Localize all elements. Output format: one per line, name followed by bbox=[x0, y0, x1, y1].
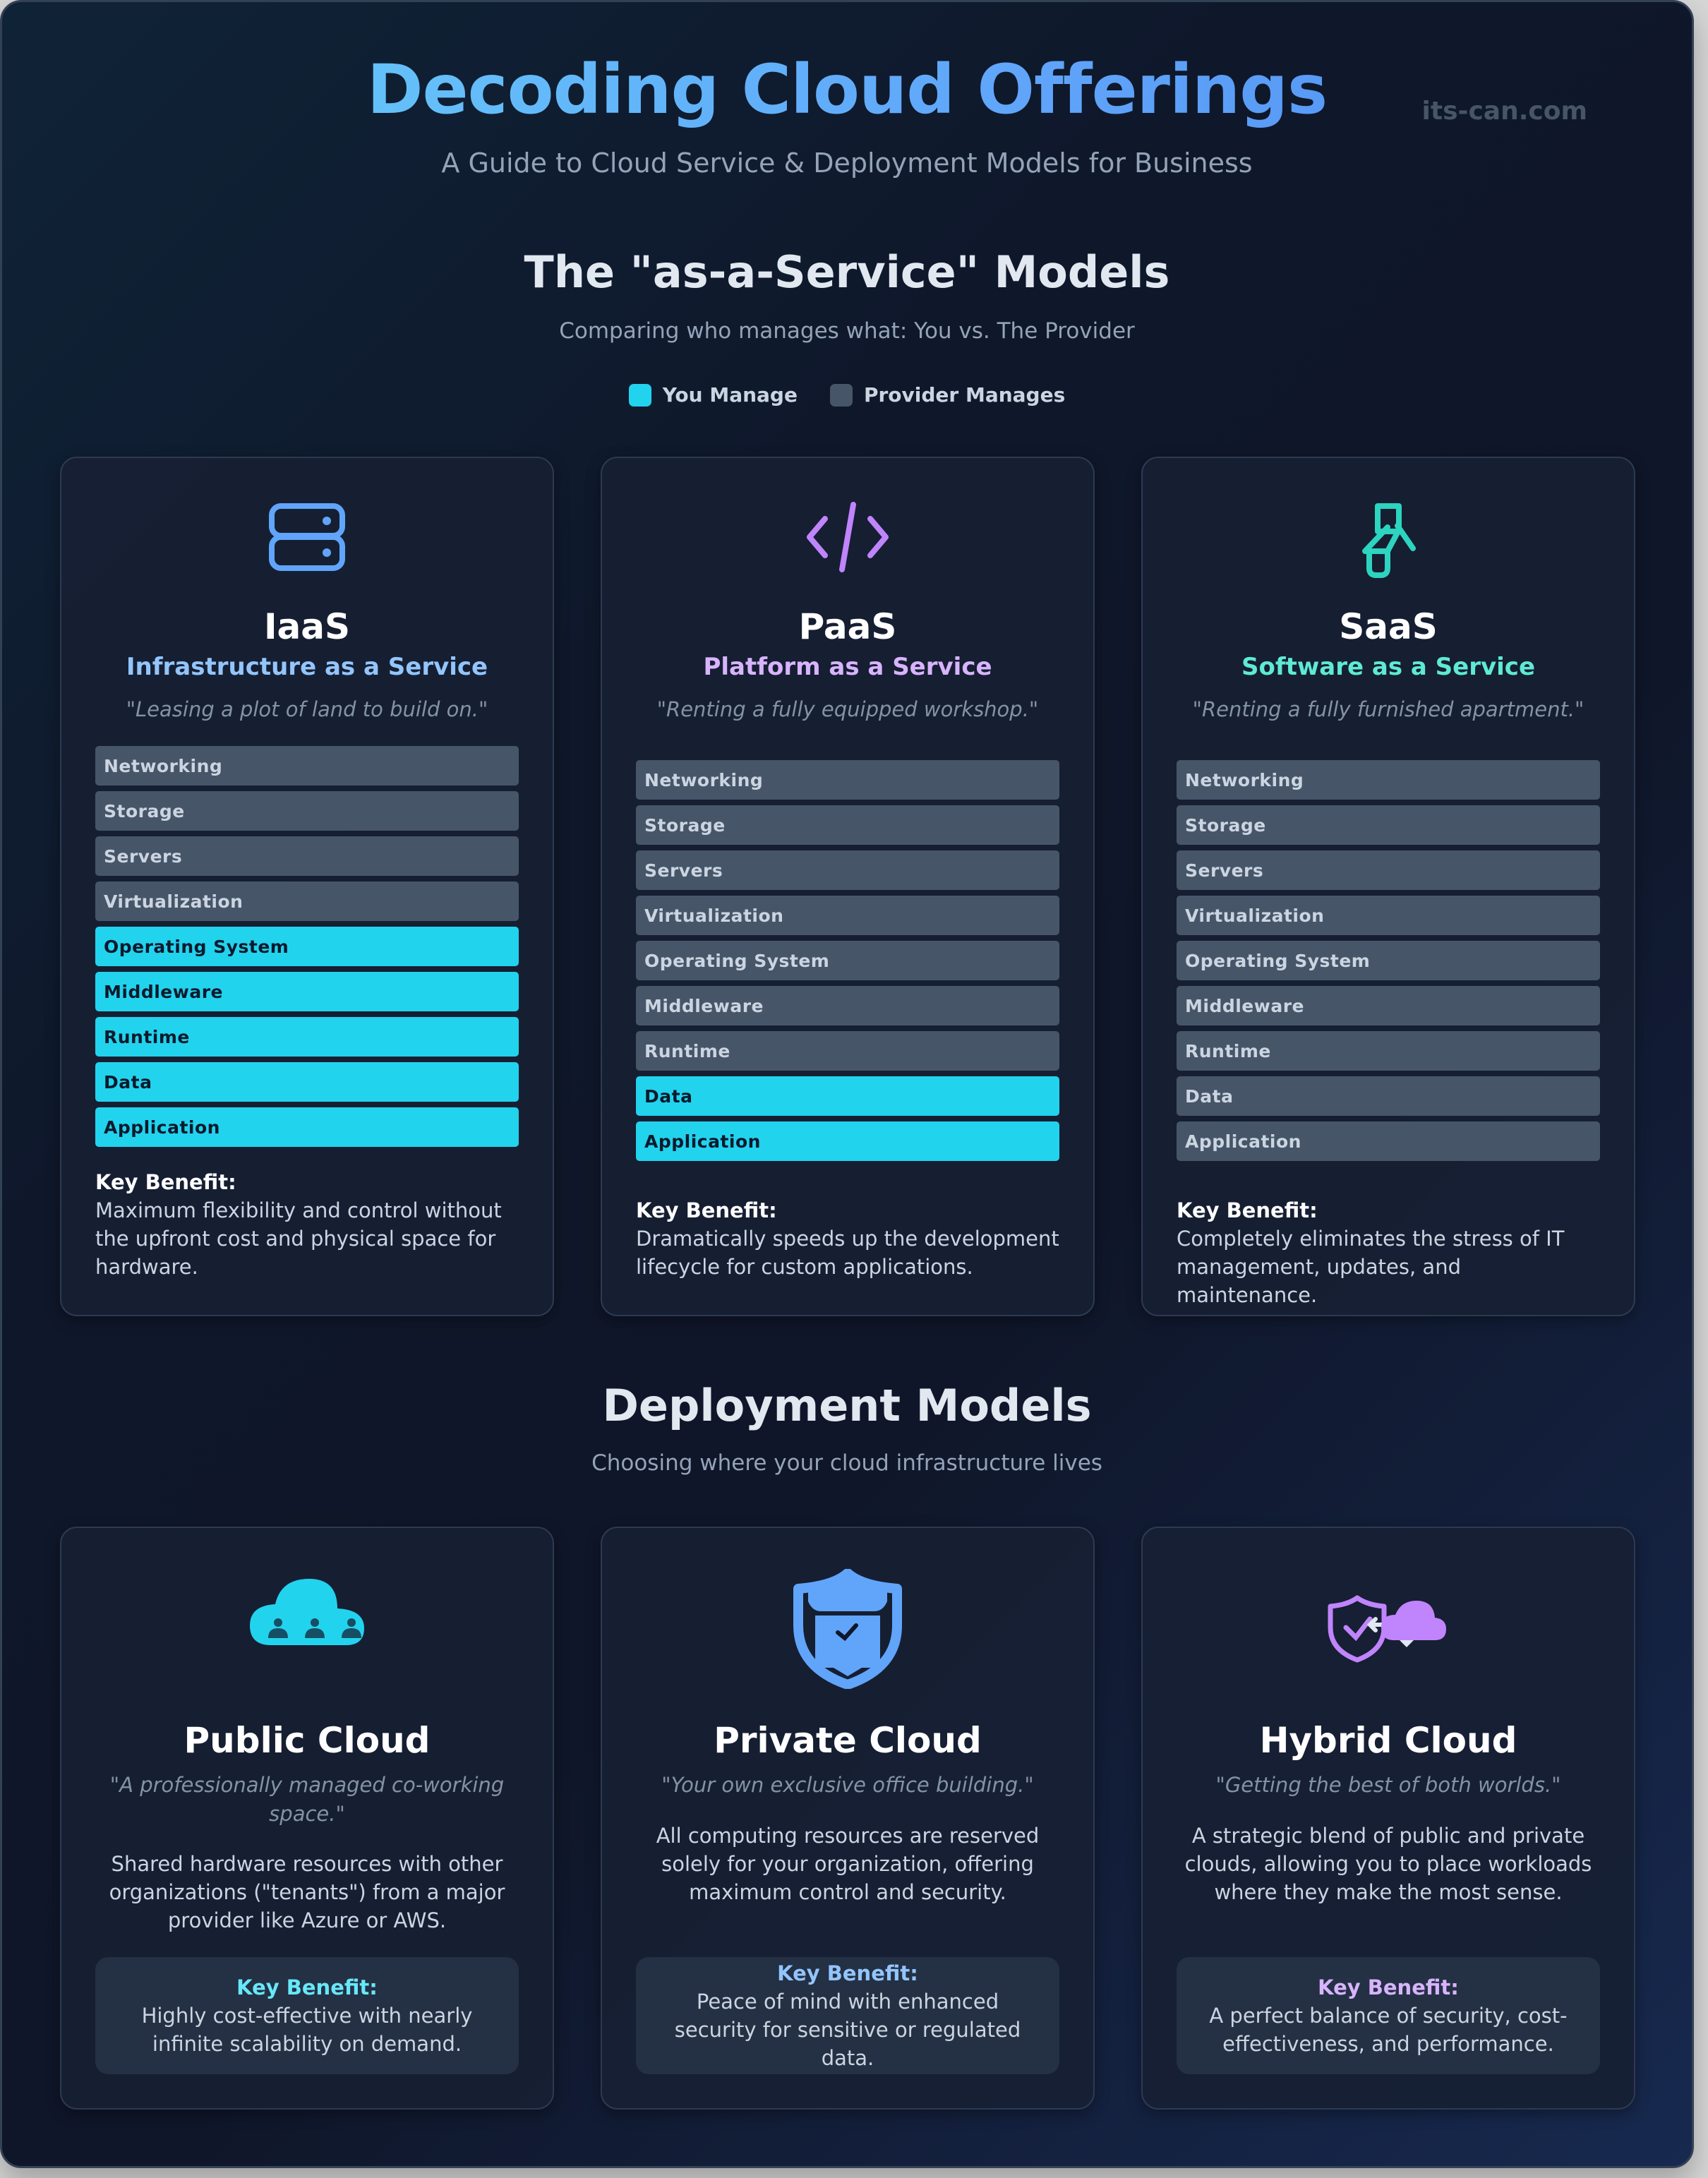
layer-application: Application bbox=[636, 1121, 1059, 1161]
card-analogy: "Renting a fully equipped workshop." bbox=[656, 697, 1039, 721]
key-benefit: Key Benefit: Dramatically speeds up the … bbox=[636, 1196, 1065, 1281]
card-description: Shared hardware resources with other org… bbox=[109, 1852, 505, 1932]
public-cloud-card: Public Cloud "A professionally managed c… bbox=[60, 1527, 554, 2110]
layer-data: Data bbox=[95, 1062, 519, 1102]
benefit-text: Maximum flexibility and control without … bbox=[95, 1198, 502, 1279]
card-analogy: "Getting the best of both worlds." bbox=[1215, 1773, 1561, 1797]
legend-label: You Manage bbox=[662, 383, 798, 407]
private-cloud-card: Private Cloud "Your own exclusive office… bbox=[601, 1527, 1095, 2110]
layer-servers: Servers bbox=[1177, 850, 1600, 890]
card-description: A strategic blend of public and private … bbox=[1184, 1824, 1592, 1904]
iaas-card: IaaS Infrastructure as a Service "Leasin… bbox=[60, 457, 554, 1316]
hybrid-cloud-card: Hybrid Cloud "Getting the best of both w… bbox=[1141, 1527, 1635, 2110]
service-section-title: The "as-a-Service" Models bbox=[524, 246, 1170, 298]
layer-storage: Storage bbox=[636, 805, 1059, 845]
layer-virtualization: Virtualization bbox=[636, 896, 1059, 935]
responsibility-stack: Networking Storage Servers Virtualizatio… bbox=[95, 746, 519, 1147]
shield-cloud-icon bbox=[1143, 1569, 1634, 1689]
header: Decoding Cloud Offerings its-can.com A G… bbox=[2, 2, 1692, 200]
cloud-users-icon bbox=[61, 1569, 553, 1689]
key-benefit: Key Benefit: A perfect balance of securi… bbox=[1177, 1957, 1600, 2074]
card-name: IaaS bbox=[263, 606, 351, 647]
card-analogy: "Renting a fully furnished apartment." bbox=[1192, 697, 1584, 721]
layer-runtime: Runtime bbox=[636, 1031, 1059, 1071]
benefit-text: Dramatically speeds up the development l… bbox=[636, 1227, 1059, 1279]
responsibility-stack: Networking Storage Servers Virtualizatio… bbox=[1177, 760, 1600, 1161]
layer-middleware: Middleware bbox=[636, 986, 1059, 1025]
benefit-label: Key Benefit: bbox=[1318, 1975, 1459, 1999]
benefit-label: Key Benefit: bbox=[236, 1975, 378, 1999]
layer-runtime: Runtime bbox=[1177, 1031, 1600, 1071]
layer-servers: Servers bbox=[636, 850, 1059, 890]
layer-networking: Networking bbox=[636, 760, 1059, 800]
saas-card: SaaS Software as a Service "Renting a fu… bbox=[1141, 457, 1635, 1316]
legend-swatch-you bbox=[628, 383, 651, 407]
legend-you-manage: You Manage bbox=[628, 383, 798, 407]
layer-middleware: Middleware bbox=[1177, 986, 1600, 1025]
layer-application: Application bbox=[1177, 1121, 1600, 1161]
layer-application: Application bbox=[95, 1107, 519, 1147]
benefit-text: Completely eliminates the stress of IT m… bbox=[1177, 1227, 1565, 1307]
card-fullname: Software as a Service bbox=[1241, 653, 1536, 681]
layer-servers: Servers bbox=[95, 836, 519, 876]
benefit-label: Key Benefit: bbox=[777, 1961, 918, 1985]
key-benefit: Key Benefit: Highly cost-effective with … bbox=[95, 1957, 519, 2074]
layer-storage: Storage bbox=[1177, 805, 1600, 845]
app-hand-icon bbox=[1143, 502, 1634, 584]
benefit-text: Highly cost-effective with nearly infini… bbox=[141, 2004, 473, 2056]
layer-virtualization: Virtualization bbox=[95, 882, 519, 921]
benefit-label: Key Benefit: bbox=[636, 1198, 777, 1222]
card-analogy: "Leasing a plot of land to build on." bbox=[126, 697, 488, 721]
layer-runtime: Runtime bbox=[95, 1017, 519, 1057]
benefit-label: Key Benefit: bbox=[1177, 1198, 1318, 1222]
card-name: Private Cloud bbox=[714, 1720, 982, 1761]
card-name: Hybrid Cloud bbox=[1259, 1720, 1517, 1761]
responsibility-stack: Networking Storage Servers Virtualizatio… bbox=[636, 760, 1059, 1161]
key-benefit: Key Benefit: Completely eliminates the s… bbox=[1177, 1196, 1606, 1309]
card-analogy: "Your own exclusive office building." bbox=[661, 1773, 1034, 1797]
legend-swatch-provider bbox=[829, 383, 853, 407]
key-benefit: Key Benefit: Maximum flexibility and con… bbox=[95, 1168, 524, 1281]
layer-middleware: Middleware bbox=[95, 972, 519, 1011]
card-name: SaaS bbox=[1339, 606, 1438, 647]
legend: You Manage Provider Manages bbox=[2, 383, 1692, 407]
page-title: Decoding Cloud Offerings bbox=[2, 50, 1692, 129]
layer-operating-system: Operating System bbox=[636, 941, 1059, 980]
card-fullname: Infrastructure as a Service bbox=[126, 653, 488, 681]
layer-virtualization: Virtualization bbox=[1177, 896, 1600, 935]
layer-networking: Networking bbox=[95, 746, 519, 786]
benefit-label: Key Benefit: bbox=[95, 1170, 236, 1194]
card-name: PaaS bbox=[798, 606, 897, 647]
deployment-section-title: Deployment Models bbox=[602, 1380, 1092, 1431]
layer-data: Data bbox=[1177, 1076, 1600, 1116]
page-subtitle: A Guide to Cloud Service & Deployment Mo… bbox=[441, 148, 1253, 179]
deployment-section-subtitle: Choosing where your cloud infrastructure… bbox=[591, 1450, 1102, 1476]
layer-data: Data bbox=[636, 1076, 1059, 1116]
paas-card: PaaS Platform as a Service "Renting a fu… bbox=[601, 457, 1095, 1316]
layer-networking: Networking bbox=[1177, 760, 1600, 800]
layer-operating-system: Operating System bbox=[1177, 941, 1600, 980]
service-section-subtitle: Comparing who manages what: You vs. The … bbox=[559, 318, 1135, 344]
server-icon bbox=[61, 502, 553, 584]
code-icon bbox=[602, 502, 1093, 584]
card-name: Public Cloud bbox=[184, 1720, 431, 1761]
card-fullname: Platform as a Service bbox=[703, 653, 992, 681]
layer-storage: Storage bbox=[95, 791, 519, 831]
card-analogy: "A professionally managed co-working spa… bbox=[109, 1773, 505, 1826]
card-description: All computing resources are reserved sol… bbox=[656, 1824, 1040, 1904]
benefit-text: Peace of mind with enhanced security for… bbox=[674, 1990, 1021, 2070]
layer-operating-system: Operating System bbox=[95, 927, 519, 966]
legend-provider-manages: Provider Manages bbox=[829, 383, 1066, 407]
key-benefit: Key Benefit: Peace of mind with enhanced… bbox=[636, 1957, 1059, 2074]
legend-label: Provider Manages bbox=[863, 383, 1066, 407]
watermark: its-can.com bbox=[1421, 97, 1587, 126]
benefit-text: A perfect balance of security, cost-effe… bbox=[1209, 2004, 1568, 2056]
shield-lock-icon bbox=[602, 1569, 1093, 1689]
